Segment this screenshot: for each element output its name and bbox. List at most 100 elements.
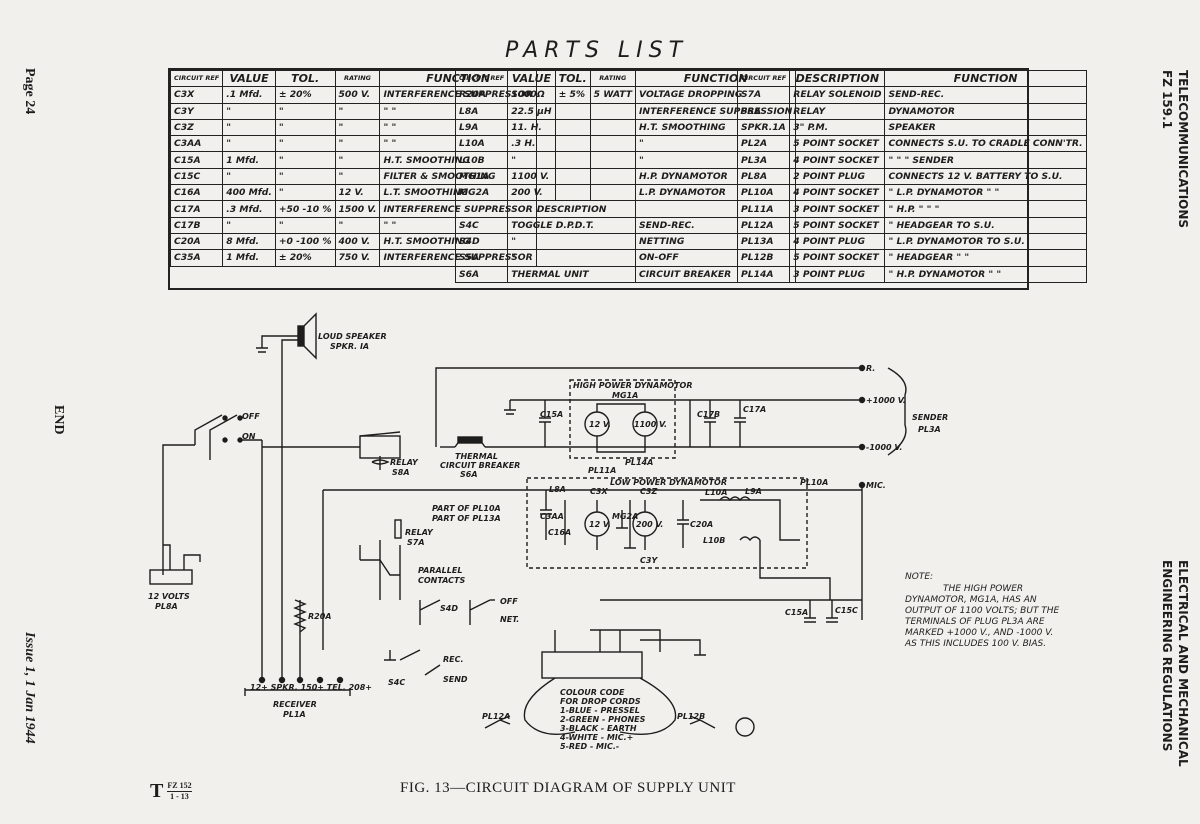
table-cell: C20A — [169, 232, 224, 251]
parallel-label: PARALLEL — [418, 566, 463, 575]
table-cell: C15A — [169, 151, 224, 169]
t-code: T FZ 152 1 - 13 — [150, 780, 192, 803]
misc-table-header: VALUE — [507, 69, 556, 88]
pl11a-label: PL11A — [588, 466, 617, 475]
c16a-label: C16A — [548, 528, 572, 537]
relay-s7a-ref: S7A — [407, 538, 425, 547]
v1100-label: 1100 V. — [634, 420, 668, 429]
sender-plug-label: PL3A — [918, 425, 941, 434]
table-cell: S6A — [454, 265, 509, 283]
colour-code-line: 5-RED - MIC.- — [560, 742, 620, 751]
l10a-label: L10A — [705, 488, 728, 497]
relay-s8a-ref: S8A — [392, 468, 410, 477]
v200-label: 200 V. — [636, 520, 664, 529]
c15a-label: C15A — [540, 410, 564, 419]
breaker-label: CIRCUIT BREAKER — [440, 461, 521, 470]
loudspeaker-ref: SPKR. IA — [330, 342, 370, 351]
s4d-label: S4D — [440, 604, 458, 613]
c17b-label: C17B — [697, 410, 721, 419]
lp-dynamotor-label: LOW POWER DYNAMOTOR — [610, 478, 727, 487]
contacts-label: CONTACTS — [418, 576, 466, 585]
socket-table-header: FUNCTION — [884, 69, 1087, 88]
v12b-label: 12 V. — [589, 520, 611, 529]
pl10a-right-label: PL10A — [800, 478, 829, 487]
s4d-off-label: OFF — [500, 597, 518, 606]
relay-s8a-label: RELAY — [390, 458, 418, 467]
s4c-label: S4C — [388, 678, 406, 687]
switch-on-label: ON — [242, 432, 256, 441]
table-cell: ± 20% — [274, 249, 336, 267]
pl12b-label: PL12B — [677, 712, 706, 721]
v12a-label: 12 V. — [589, 420, 611, 429]
t-code-bottom: 1 - 13 — [170, 792, 189, 801]
c3y-label: C3Y — [640, 556, 658, 565]
sender-plus1000-label: +1000 V. — [866, 396, 906, 405]
figure-caption: FIG. 13—CIRCUIT DIAGRAM OF SUPPLY UNIT — [400, 780, 736, 796]
sender-r-label: R. — [866, 364, 876, 373]
s4c-rec-label: REC. — [443, 655, 464, 664]
r20a-label: R20A — [308, 612, 332, 621]
l10b-label: L10B — [703, 536, 726, 545]
parts-list-title: PARTS LIST — [505, 38, 689, 63]
thermal-breaker-symbol — [454, 436, 486, 448]
table-cell: PL14A — [736, 265, 791, 283]
switch-off-label: OFF — [242, 412, 260, 421]
relay-s7a-symbol — [359, 519, 402, 600]
c15a-low-label: C15A — [785, 608, 809, 617]
relay-s8a-symbol — [359, 431, 401, 470]
s4d-net-label: NET. — [500, 615, 520, 624]
sender-mic-label: MIC. — [866, 481, 886, 490]
thermal-label: THERMAL — [455, 452, 499, 461]
c3z-label: C3Z — [640, 487, 658, 496]
battery-plug-label: PL8A — [155, 602, 178, 611]
relay-s7a-label: RELAY — [405, 528, 433, 537]
table-cell: THERMAL UNIT — [507, 265, 636, 283]
t-code-letter: T — [150, 780, 164, 802]
table-cell: 3 POINT PLUG — [789, 265, 886, 283]
loudspeaker-symbol — [256, 312, 317, 680]
l8a-label: L8A — [549, 485, 566, 494]
table-cell: " H.P. DYNAMOTOR " " — [884, 265, 1087, 283]
colour-code-line: COLOUR CODE — [560, 688, 625, 697]
part-pl10a-label: PART OF PL10A — [432, 504, 501, 513]
table-cell: C3Y — [169, 102, 224, 120]
pl12a-label: PL12A — [482, 712, 511, 721]
receiver-plug-label: PL1A — [283, 710, 306, 719]
colour-code-line: 3-BLACK - EARTH — [560, 724, 637, 733]
loudspeaker-label: LOUD SPEAKER — [318, 332, 387, 341]
note-title: NOTE: — [905, 572, 934, 582]
t-code-top: FZ 152 — [167, 781, 192, 792]
hp-dynamotor-ref: MG1A — [612, 391, 639, 400]
mg2a-label: MG2A — [612, 512, 639, 521]
pl14a-label: PL14A — [625, 458, 654, 467]
battery-volts-label: 12 VOLTS — [148, 592, 190, 601]
part-pl13a-label: PART OF PL13A — [432, 514, 501, 523]
c17a-label: C17A — [743, 405, 767, 414]
receiver-pins-label: 12+ SPKR. 150+ TEL. 208+ — [250, 683, 373, 692]
receiver-label: RECEIVER — [273, 700, 317, 709]
on-off-switch-symbol — [162, 414, 262, 575]
sender-label: SENDER — [912, 413, 949, 422]
sender-minus1000-label: -1000 V. — [866, 443, 903, 452]
c15c-label: C15C — [835, 606, 858, 615]
diagram-note: NOTE: THE HIGH POWER DYNAMOTOR, MG1A, HA… — [905, 572, 1065, 650]
c3x-label: C3X — [590, 487, 608, 496]
note-text: THE HIGH POWER DYNAMOTOR, MG1A, HAS AN O… — [905, 584, 1060, 649]
breaker-ref: S6A — [460, 470, 478, 479]
c20a-label: C20A — [690, 520, 714, 529]
colour-code-line: 2-GREEN - PHONES — [560, 715, 646, 724]
